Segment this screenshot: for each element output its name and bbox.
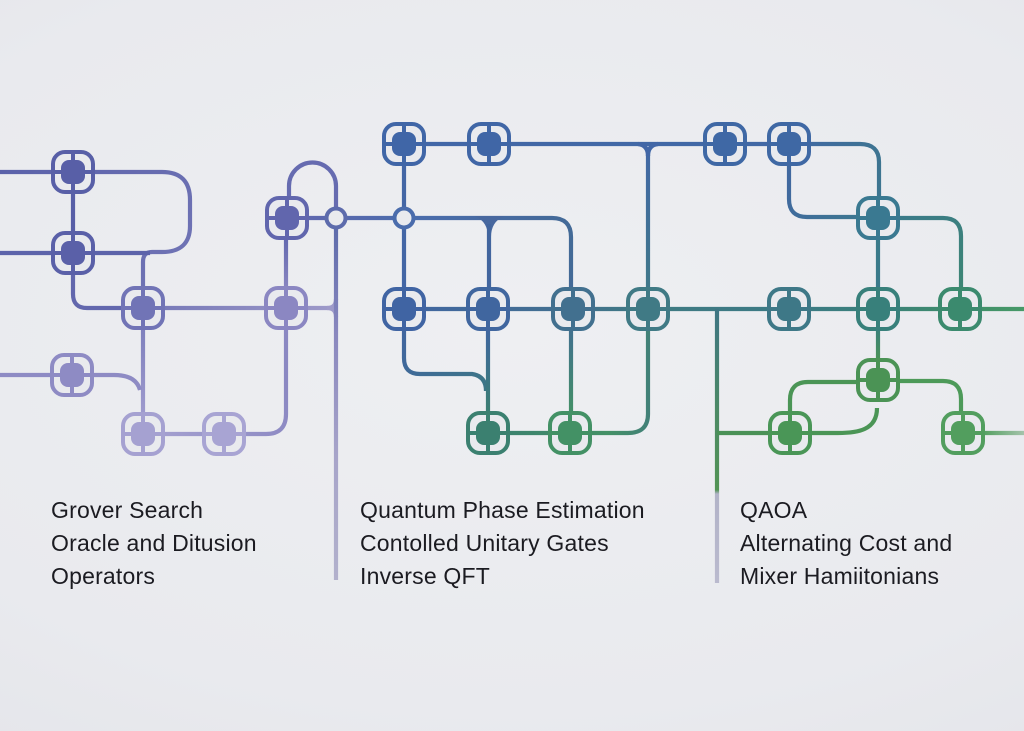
circuit-wire	[645, 141, 659, 157]
control-node-circle	[392, 206, 416, 230]
quantum-gate-node	[264, 286, 308, 330]
grover-title: Grover Search	[51, 497, 204, 523]
quantum-gate-node	[703, 122, 747, 166]
quantum-gate-node	[856, 287, 900, 331]
qaoa-line-2: Alternating Cost and	[740, 530, 953, 556]
qaoa-title: QAOA	[740, 497, 808, 523]
qaoa-line-3: Mixer Hamiitonians	[740, 563, 940, 589]
control-node-circle	[324, 206, 348, 230]
quantum-gate-node	[467, 122, 511, 166]
circuit-wire	[286, 160, 339, 215]
quantum-gate-node	[51, 231, 95, 275]
section-label-qpe: Quantum Phase Estimation Contolled Unita…	[360, 494, 645, 593]
quantum-gate-node	[767, 122, 811, 166]
quantum-gate-node	[551, 287, 595, 331]
quantum-gate-node	[50, 353, 94, 397]
quantum-gate-node	[382, 122, 426, 166]
quantum-gate-node	[121, 286, 165, 330]
quantum-gate-node	[941, 411, 985, 455]
quantum-gate-node	[466, 411, 510, 455]
circuit-wire	[770, 407, 880, 436]
circuit-wire	[288, 215, 574, 290]
quantum-gate-node	[265, 196, 309, 240]
quantum-gate-node	[938, 287, 982, 331]
grover-line-3: Operators	[51, 563, 156, 589]
circuit-wire	[143, 328, 289, 437]
circuit-wire	[0, 169, 193, 292]
circuit-wire	[898, 215, 964, 289]
qpe-line-3: Inverse QFT	[360, 563, 491, 589]
circuit-wire	[404, 141, 882, 198]
circuit-wire	[898, 378, 964, 414]
section-label-grover: Grover Search Oracle and Ditusion Operat…	[51, 494, 257, 593]
circuit-wire	[70, 266, 126, 311]
quantum-gate-node	[856, 196, 900, 240]
quantum-gate-node	[382, 287, 426, 331]
quantum-gate-node	[466, 287, 510, 331]
quantum-gate-node	[626, 287, 670, 331]
circuit-wire	[488, 329, 651, 436]
quantum-gate-node	[856, 358, 900, 402]
circuit-wire	[0, 372, 143, 391]
grover-line-2: Oracle and Ditusion	[51, 530, 257, 556]
quantum-gate-node	[768, 411, 812, 455]
quantum-gate-node	[767, 287, 811, 331]
quantum-gate-node	[51, 150, 95, 194]
circuit-wire	[786, 164, 858, 220]
qpe-title: Quantum Phase Estimation	[360, 497, 645, 523]
qpe-line-2: Contolled Unitary Gates	[360, 530, 609, 556]
quantum-gate-node	[202, 412, 246, 456]
quantum-gate-node	[548, 411, 592, 455]
circuit-wire	[787, 379, 857, 413]
circuit-wire	[401, 329, 489, 392]
section-label-qaoa: QAOA Alternating Cost and Mixer Hamiiton…	[740, 494, 952, 593]
quantum-gate-node	[121, 412, 165, 456]
